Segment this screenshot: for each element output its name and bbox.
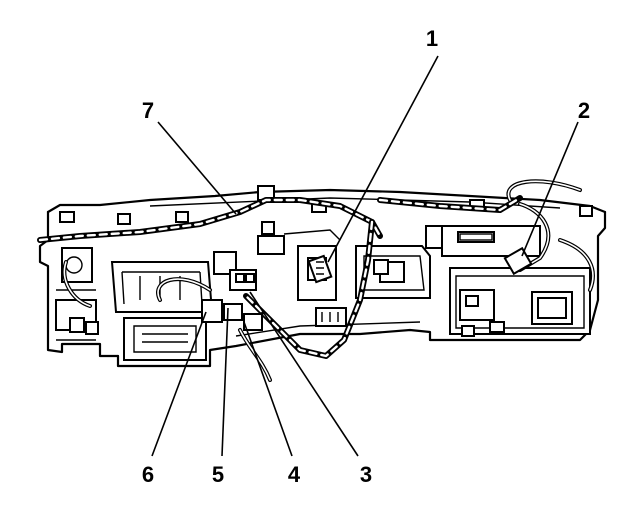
callout-4: 4: [288, 462, 301, 487]
callout-5: 5: [212, 462, 224, 487]
callout-leaders: [151, 55, 579, 457]
callout-6: 6: [142, 462, 154, 487]
callout-7: 7: [142, 98, 154, 123]
leader-4: [243, 321, 293, 457]
leader-5: [221, 307, 229, 457]
leader-1: [327, 55, 439, 263]
leader-2: [521, 121, 579, 257]
callout-2: 2: [578, 98, 590, 123]
callout-1: 1: [426, 26, 438, 51]
leader-7: [157, 121, 237, 215]
callout-3: 3: [360, 462, 372, 487]
callout-labels: 1 2 3 4 5 6 7: [142, 26, 590, 487]
leader-6: [151, 311, 207, 457]
leader-3: [249, 291, 359, 457]
